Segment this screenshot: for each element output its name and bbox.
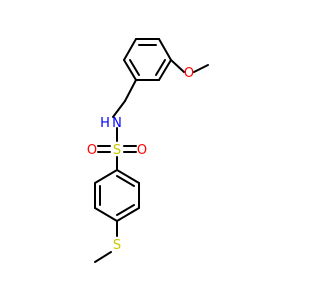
sulfonyl-oxygen-right-label: O [137,143,147,158]
double-bond [129,59,140,76]
bond [94,169,118,184]
sulfonyl-oxygen-left-label: O [87,143,97,158]
bond [158,38,172,61]
methylthiophenyl-ring [94,169,140,222]
bond [116,207,140,222]
bond [193,64,209,73]
methoxyphenyl-ring [123,38,172,81]
amine-hydrogen-label: H [100,116,110,131]
bond [124,79,137,102]
bond [123,38,137,61]
sulfonyl-sulfur-label: S [113,143,121,158]
structure-canvas: O H N S O O S [86,38,209,263]
molecule-structure: O H N S O O S [87,38,209,263]
amine-nitrogen-label: N [112,116,122,131]
bond [158,59,172,81]
double-bond [116,204,135,216]
methoxy-oxygen-label: O [184,66,194,81]
double-bond [116,175,135,187]
bond [94,207,118,222]
bond [123,59,137,81]
bond [170,59,185,73]
bond [112,100,126,118]
thioether-sulfur-label: S [113,238,121,253]
bond [116,169,140,184]
double-bond [155,59,166,76]
bond [94,251,112,263]
